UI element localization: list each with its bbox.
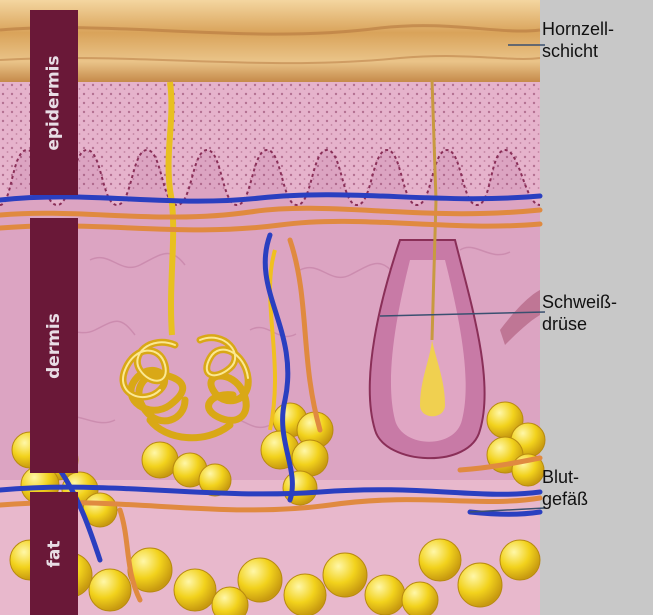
- sweat-gland-callout: Schweiß- drüse: [542, 291, 617, 335]
- fat-label-box: fat: [30, 492, 78, 615]
- epidermis-label-box: epidermis: [30, 10, 78, 195]
- horny-layer-callout-line1: Hornzell-: [542, 18, 614, 40]
- blood-vessel-callout-line1: Blut-: [542, 466, 588, 488]
- sweat-gland-callout-line2: drüse: [542, 313, 617, 335]
- blood-vessel-callout-line2: gefäß: [542, 488, 588, 510]
- epidermis-label: epidermis: [44, 55, 64, 150]
- dermis-label: dermis: [44, 313, 64, 379]
- dermis-label-box: dermis: [30, 218, 78, 473]
- blood-vessel-callout: Blut- gefäß: [542, 466, 588, 510]
- epidermis-cells: [0, 80, 540, 190]
- horny-layer: [0, 0, 540, 82]
- horny-layer-callout: Hornzell- schicht: [542, 18, 614, 62]
- sweat-gland-callout-line1: Schweiß-: [542, 291, 617, 313]
- horny-layer-callout-line2: schicht: [542, 40, 614, 62]
- fat-label: fat: [44, 540, 64, 567]
